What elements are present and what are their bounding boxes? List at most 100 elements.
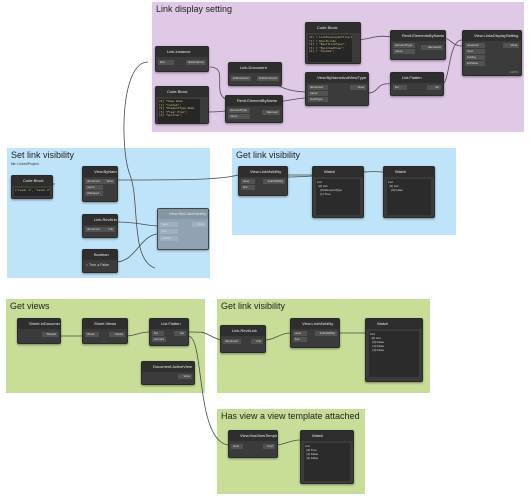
input-port[interactable]: setting bbox=[465, 55, 485, 60]
list-flatten-node[interactable]: List.Flatten list list bbox=[390, 72, 444, 96]
output-port[interactable]: Views bbox=[109, 332, 125, 337]
input-port[interactable]: name bbox=[308, 91, 328, 96]
watch-output: List [0] List [0] False bbox=[387, 179, 431, 215]
output-port[interactable]: link bbox=[103, 227, 115, 232]
input-port[interactable]: elementType bbox=[393, 43, 415, 48]
view-link-visibility-node[interactable]: View.LinkVisibility view link linkVisibi… bbox=[290, 318, 340, 348]
watch-node[interactable]: Watch List [0] True [1] False [2] False bbox=[300, 430, 354, 484]
output-port[interactable]: linkDocument bbox=[257, 76, 279, 81]
node-title: View.ByName bbox=[83, 167, 117, 177]
input-port[interactable]: elementType bbox=[228, 108, 250, 113]
output-port[interactable]: View bbox=[178, 374, 192, 379]
input-port[interactable]: isShared bbox=[85, 191, 103, 196]
node-title: Watch bbox=[301, 431, 353, 441]
output-port[interactable]: View bbox=[101, 179, 115, 184]
link-revitlink-node[interactable]: Link.RevitLink document link bbox=[220, 325, 266, 353]
node-title: View.LinksDisplaySetting bbox=[463, 31, 521, 41]
input-port[interactable]: document bbox=[85, 227, 103, 232]
radio-false-icon: ● bbox=[97, 263, 100, 267]
watch-output: List [0] True [1] False [2] False bbox=[304, 443, 350, 481]
input-port[interactable]: link bbox=[241, 185, 255, 190]
wire bbox=[115, 221, 158, 227]
lacing-label: AUTO bbox=[509, 70, 518, 74]
input-port[interactable]: link bbox=[293, 337, 307, 342]
boolean-node[interactable]: Boolean ○ True ● False bbox=[82, 249, 118, 273]
watch-node[interactable]: Watch List [0] List [0] ElementType [1] … bbox=[312, 166, 364, 218]
wire bbox=[264, 332, 291, 341]
boolean-toggle[interactable]: ○ True ● False bbox=[86, 263, 109, 267]
node-title: List.Flatten bbox=[150, 319, 188, 329]
input-port[interactable]: document bbox=[308, 85, 328, 90]
sheet-views-node[interactable]: Sheet.Views sheet Views bbox=[82, 318, 128, 344]
input-port[interactable]: linkView bbox=[465, 61, 485, 66]
link-revitlink-node[interactable]: Link.RevitLink document link bbox=[82, 214, 118, 238]
input-port[interactable]: viewType bbox=[308, 97, 328, 102]
code-block-node[interactable]: Code Block [0] "Show mode [1] "Custom"; … bbox=[155, 86, 209, 124]
input-port[interactable]: name bbox=[228, 114, 250, 119]
view-by-name-node[interactable]: View.ByName document name isShared View bbox=[82, 166, 118, 202]
node-title: Code Block bbox=[12, 176, 52, 186]
view-link-visibility-node[interactable]: View.LinkVisibility view link linkVisibi… bbox=[238, 166, 288, 196]
input-port[interactable]: sheet bbox=[85, 332, 99, 337]
list-flatten-node[interactable]: List.Flatten list amount list bbox=[149, 318, 189, 346]
input-port[interactable]: view bbox=[160, 222, 178, 227]
input-port[interactable]: view bbox=[465, 49, 485, 54]
input-port[interactable]: viewLink bbox=[465, 43, 485, 48]
watch-node[interactable]: Watch List [0] List [0] False bbox=[383, 166, 435, 218]
output-port[interactable]: Element bbox=[262, 110, 280, 115]
output-port[interactable]: linkVisibility bbox=[315, 331, 337, 336]
input-port[interactable]: name bbox=[85, 185, 103, 190]
element-by-name-node[interactable]: Revit.ElementByName elementType name Ele… bbox=[225, 95, 283, 123]
false-label: False bbox=[100, 263, 109, 267]
input-port[interactable]: name bbox=[393, 49, 415, 54]
wire bbox=[187, 335, 229, 446]
code-text[interactable]: [0] = LinkDisplaySetting.ByLin [1] = Rev… bbox=[308, 35, 352, 62]
output-port[interactable]: bool bbox=[263, 444, 275, 449]
input-port[interactable]: list bbox=[152, 331, 164, 336]
wire bbox=[123, 61, 149, 176]
output-port[interactable]: linkVisibility bbox=[263, 179, 285, 184]
code-text[interactable]: {"Level 1", "Level 2"}; bbox=[14, 188, 50, 196]
document-active-view-node[interactable]: Document.ActiveView View bbox=[141, 361, 195, 385]
output-port[interactable]: View bbox=[503, 43, 519, 48]
node-title: View.LinkVisibility bbox=[291, 319, 339, 329]
sheet-in-document-node[interactable]: Sheet.InDocument Sheets bbox=[17, 318, 61, 344]
output-port[interactable]: Sheets bbox=[42, 332, 58, 337]
output-port[interactable]: list bbox=[174, 331, 186, 336]
link-instance-node[interactable]: Link.Instance link linkInstance bbox=[155, 46, 209, 72]
group-title: Get link visibility bbox=[221, 301, 286, 311]
watch-node[interactable]: Watch List [0] List [0] False [1] False … bbox=[365, 318, 423, 382]
output-port[interactable]: View bbox=[350, 85, 366, 90]
input-port[interactable]: view bbox=[293, 331, 307, 336]
input-port[interactable]: document bbox=[223, 339, 241, 344]
view-set-link-visibility-node[interactable]: View.SetLinkVisibility view link visible… bbox=[157, 208, 209, 250]
input-port[interactable]: visible bbox=[160, 236, 178, 241]
code-text[interactable]: [0] "Show mode [1] "Custom"; [2] "Elemen… bbox=[158, 99, 200, 123]
link-document-node[interactable]: Link.Document linkInstance linkDocument bbox=[228, 62, 282, 86]
wire bbox=[115, 174, 239, 181]
input-port[interactable]: document bbox=[85, 179, 103, 184]
output-port[interactable]: View bbox=[192, 222, 206, 227]
view-links-display-setting-node[interactable]: View.LinksDisplaySetting viewLink view s… bbox=[462, 30, 522, 76]
output-port[interactable]: list bbox=[427, 85, 441, 90]
node-title: Sheet.InDocument bbox=[18, 319, 60, 329]
input-port[interactable]: link bbox=[160, 229, 178, 234]
wire bbox=[187, 331, 221, 341]
input-port[interactable]: view bbox=[231, 444, 243, 449]
code-block-node[interactable]: Code Block {"Level 1", "Level 2"}; bbox=[11, 175, 53, 199]
input-port[interactable]: list bbox=[393, 85, 407, 90]
output-port[interactable]: Elements bbox=[421, 45, 443, 50]
code-block-node[interactable]: Code Block [0] = LinkDisplaySetting.ByLi… bbox=[305, 22, 361, 64]
input-port[interactable]: linkInstance bbox=[231, 76, 251, 81]
node-title: Revit.ElementByName bbox=[226, 96, 282, 106]
output-port[interactable]: link bbox=[251, 339, 263, 344]
output-port[interactable]: linkInstance bbox=[186, 60, 206, 65]
elements-by-name-node[interactable]: Revit.ElementsByName elementType name El… bbox=[390, 30, 446, 60]
view-has-view-template-node[interactable]: View.HasViewTemplate view bool bbox=[228, 430, 278, 458]
input-port[interactable]: view bbox=[241, 179, 255, 184]
input-port[interactable]: amount bbox=[152, 337, 166, 342]
input-port[interactable]: link bbox=[158, 60, 174, 65]
group-title: Get views bbox=[10, 301, 50, 311]
view-by-name-and-view-type-node[interactable]: View.ByNameAndViewType document name vie… bbox=[305, 72, 369, 106]
group-subtitle: file: LinkedProject bbox=[11, 162, 39, 166]
